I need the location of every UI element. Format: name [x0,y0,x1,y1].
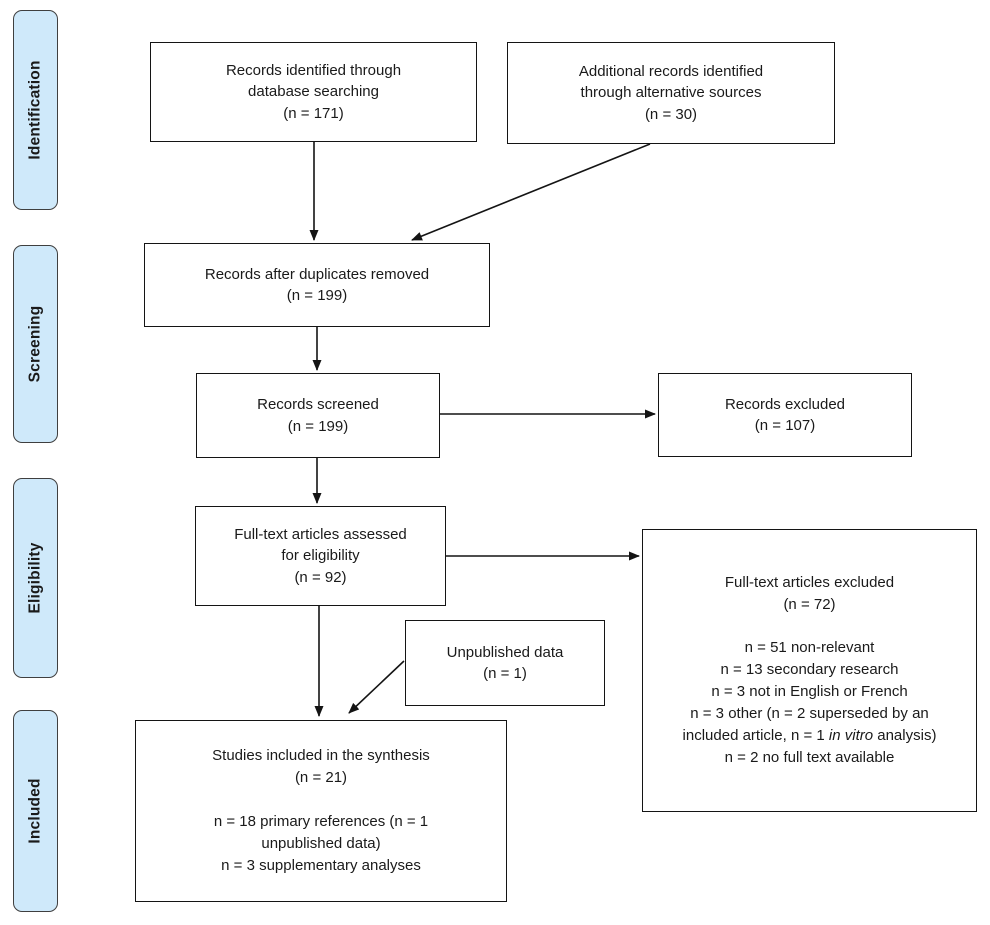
node-additional-records: Additional records identified through al… [507,42,835,144]
stage-label-text: Identification [26,60,44,160]
arrow-additional-to-dedup [411,143,651,241]
stage-label-text: Screening [26,305,44,383]
node-text-line: Records screened [257,396,379,413]
inclusion-details: n = 18 primary references (n = 1 unpubli… [179,811,464,877]
node-text-line: Unpublished data [446,643,564,661]
node-count: (n = 199) [286,287,348,304]
node-text-line: Additional records identified [578,62,764,80]
node-text-line: Records excluded [724,395,846,413]
node-count: (n = 72) [783,595,836,613]
node-text-line: for eligibility [281,547,360,565]
inclusion-detail: n = 18 primary references (n = 1 unpubli… [213,812,429,852]
node-title: Full-text articles excluded [724,573,895,591]
node-count: (n = 107) [754,417,816,434]
inclusion-detail: n = 3 supplementary analyses [221,856,421,874]
node-records-identified: Records identified through database sear… [150,42,477,142]
node-count: (n = 199) [287,417,349,435]
node-studies-included: Studies included in the synthesis (n = 2… [135,720,507,902]
stage-label-included: Included [13,710,58,912]
stage-label-screening: Screening [13,245,58,443]
stage-label-text: Eligibility [26,542,44,614]
node-count: (n = 92) [294,568,347,586]
node-count: (n = 21) [294,769,348,787]
node-text-line: Records after duplicates removed [204,265,430,283]
node-fulltext-assessed: Full-text articles assessed for eligibil… [195,506,446,606]
node-text-line: through alternative sources [580,84,762,102]
node-unpublished-data: Unpublished data (n = 1) [405,620,605,706]
in-vitro-italic: in vitro [828,727,874,745]
node-count: (n = 1) [483,665,527,682]
node-fulltext-excluded: Full-text articles excluded (n = 72) n =… [642,529,977,812]
node-records-screened: Records screened (n = 199) [196,373,440,458]
node-count: (n = 30) [644,105,698,123]
stage-label-eligibility: Eligibility [13,478,58,678]
exclusion-reason: n = 51 non-relevant [744,639,875,657]
node-title: Studies included in the synthesis [212,747,430,765]
exclusion-reason: n = 3 other (n = 2 superseded by an incl… [682,705,937,745]
arrow-unpublished-to-included [348,660,405,714]
node-text-line: database searching [248,83,379,101]
exclusion-reason: n = 3 not in English or French [711,683,908,701]
stage-label-identification: Identification [13,10,58,210]
stage-label-text: Included [26,778,44,844]
exclusion-reason: n = 2 no full text available [724,749,895,767]
node-text-line: Full-text articles assessed [234,525,407,543]
node-records-excluded: Records excluded (n = 107) [658,373,912,457]
exclusion-reasons: n = 51 non-relevant n = 13 secondary res… [679,637,941,769]
exclusion-reason: n = 13 secondary research [720,661,899,679]
node-count: (n = 171) [283,104,344,122]
node-text-line: Records identified through [225,61,402,79]
node-duplicates-removed: Records after duplicates removed (n = 19… [144,243,490,327]
